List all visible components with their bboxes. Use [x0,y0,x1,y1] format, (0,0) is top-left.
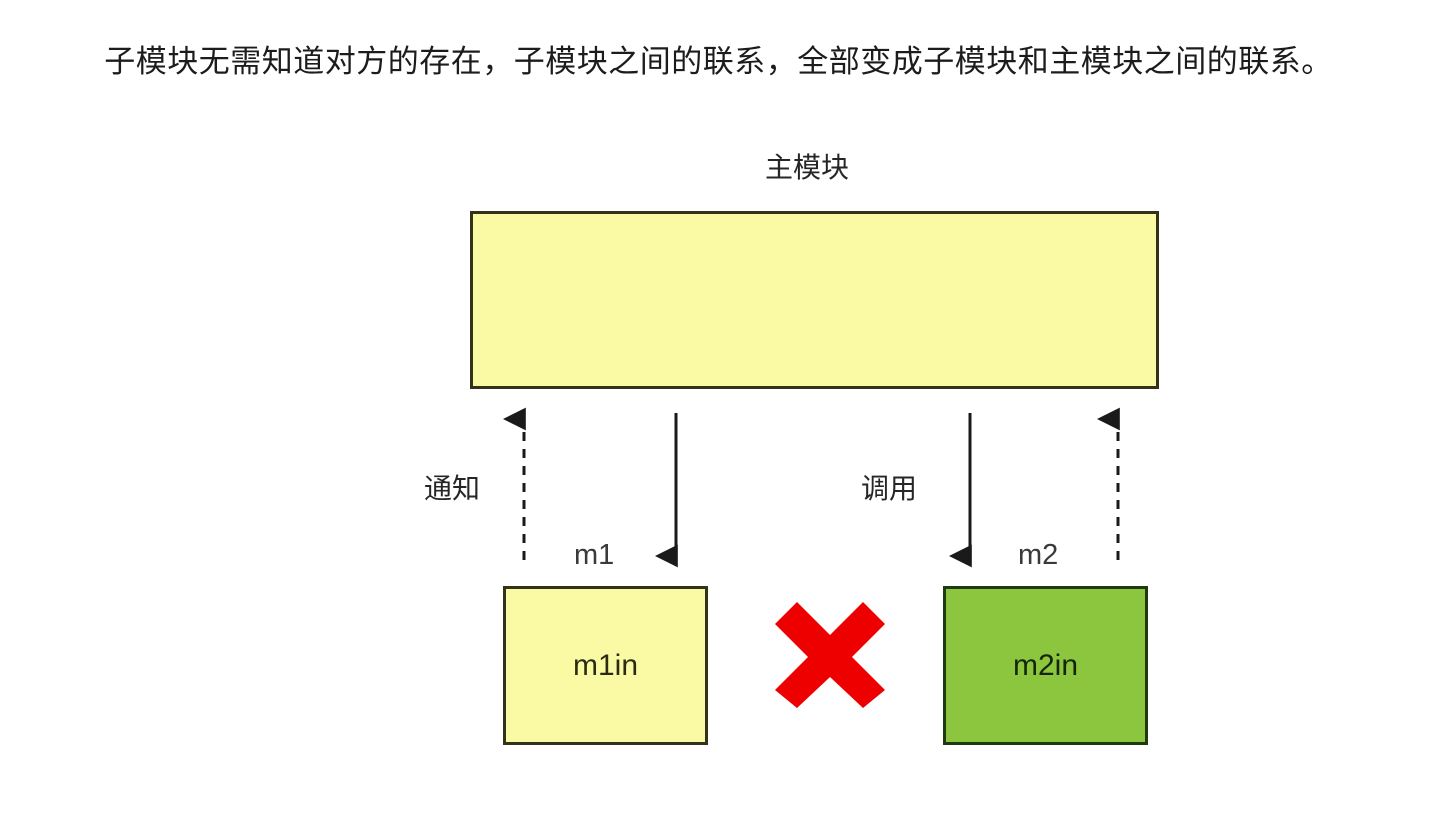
flow-label-m2: m2 [1018,539,1059,571]
red-cross-icon [775,602,885,708]
sub-module-label-m2in: m2in [1012,648,1079,682]
sub-module-box-m2in: m2in [943,586,1148,745]
edge-label-invoke: 调用 [861,473,918,504]
sub-module-box-m1in: m1in [503,586,708,745]
flow-label-m1: m1 [574,539,615,571]
sub-module-label-m1in: m1in [572,648,639,682]
edge-label-notify: 通知 [424,473,481,504]
page-title: 子模块无需知道对方的存在，子模块之间的联系，全部变成子模块和主模块之间的联系。 [104,44,1333,79]
main-module-caption: 主模块 [764,152,849,183]
main-module-box [470,211,1159,389]
